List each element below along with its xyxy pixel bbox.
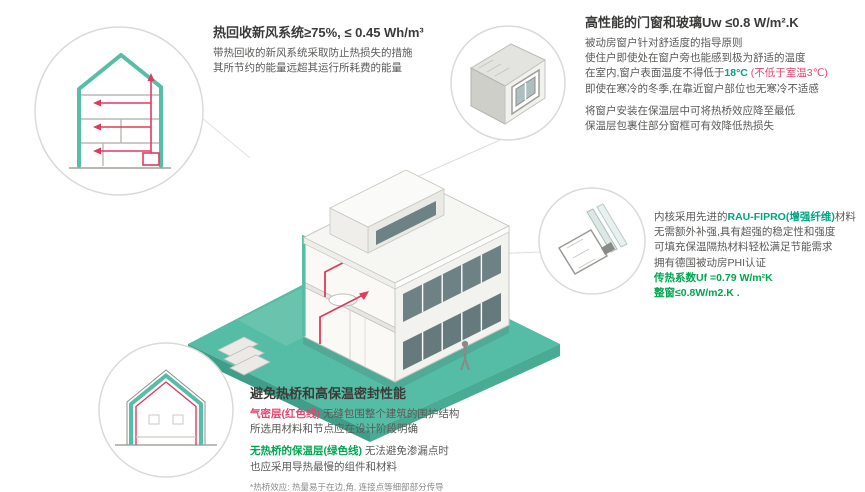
window-profile-illustration xyxy=(538,187,646,295)
thermal-p1-line2: 所选用材料和节点应在设计阶段明确 xyxy=(250,423,418,436)
window-corner-illustration xyxy=(450,25,566,141)
profile-section: 内核采用先进的RAU-FIPRO(增强纤维)材料 无需额外补强,具有超强的稳定性… xyxy=(654,210,864,301)
windows-line5: 将窗户安装在保温层中可将热桥效应降至最低 xyxy=(585,104,795,117)
heat-recovery-unit xyxy=(142,152,160,166)
ventilation-line1: 带热回收的新风系统采取防止热损失的措施 xyxy=(213,47,413,59)
windows-line2: 使住户即使处在窗户旁也能感到极为舒适的温度 xyxy=(585,52,806,65)
windows-line1: 被动房窗户针对舒适度的指导原则 xyxy=(585,37,743,49)
thermal-p1-line1: 气密层(红色线) 无缝包围整个建筑的围护结构 xyxy=(250,408,460,420)
airtight-layer-line xyxy=(135,381,197,445)
thermal-envelope-illustration xyxy=(98,342,234,478)
air-duct-lines xyxy=(95,75,152,163)
ventilation-line2: 其所节约的能量远超其运行所耗费的能量 xyxy=(213,62,402,75)
ventilation-cross-section-illustration xyxy=(34,26,204,196)
windows-line4: 即使在寒冷的冬季,在靠近窗户部位也无寒冷不适感 xyxy=(585,82,819,95)
profile-line1: 内核采用先进的RAU-FIPRO(增强纤维)材料 xyxy=(654,211,856,223)
windows-temp-value: 18°C xyxy=(724,67,748,80)
thermal-section: 避免热桥和高保温密封性能 气密层(红色线) 无缝包围整个建筑的围护结构 所选用材… xyxy=(250,383,600,492)
thermal-p2-line2: 也应采用导热最慢的组件和材料 xyxy=(250,460,397,473)
ventilation-section: 热回收新风系统≥75%, ≤ 0.45 Wh/m³ 带热回收的新风系统采取防止热… xyxy=(213,22,483,76)
profile-line2: 无需额外补强,具有超强的稳定性和强度 xyxy=(654,226,836,239)
cutaway-house-illustration xyxy=(188,169,560,442)
uw-value: 整窗≤0.8W/m2.K . xyxy=(654,287,740,300)
profile-line3: 可填充保温隔热材料轻松满足节能需求 xyxy=(654,241,833,254)
thermal-title: 避免热桥和高保温密封性能 xyxy=(250,386,407,401)
profile-line4: 拥有德国被动房PHI认证 xyxy=(654,256,767,269)
rau-fipro-brand: RAU-FIPRO(增强纤维) xyxy=(727,211,835,223)
insulation-layer-label: 无热桥的保温层(绿色线) xyxy=(250,445,362,458)
airtight-layer-label: 气密层(红色线) xyxy=(250,408,320,420)
thermal-p2-line1: 无热桥的保温层(绿色线) 无法避免渗漏点时 xyxy=(250,445,449,458)
person-figure xyxy=(460,340,470,371)
windows-title: 高性能的门窗和玻璃Uw ≤0.8 W/m².K xyxy=(585,15,799,30)
windows-temp-note: (不低于室温3℃) xyxy=(747,67,828,80)
insulation-layer-line xyxy=(129,373,203,445)
windows-section: 高性能的门窗和玻璃Uw ≤0.8 W/m².K 被动房窗户针对舒适度的指导原则 … xyxy=(585,12,860,134)
thermal-bridge-footnote: *热桥效应: 热量易于在边,角, 连接点等细部部分传导 xyxy=(250,481,444,492)
garden-steps xyxy=(217,336,271,376)
uf-value: 传热系数Uf =0.79 W/m²K xyxy=(654,271,773,284)
penthouse xyxy=(329,169,445,254)
windows-line3: 在室内,窗户表面温度不得低于18°C (不低于室温3℃) xyxy=(585,67,828,80)
ventilation-title: 热回收新风系统≥75%, ≤ 0.45 Wh/m³ xyxy=(213,25,424,40)
windows-line6: 保温层包裹住部分窗框可有效降低热损失 xyxy=(585,120,774,133)
